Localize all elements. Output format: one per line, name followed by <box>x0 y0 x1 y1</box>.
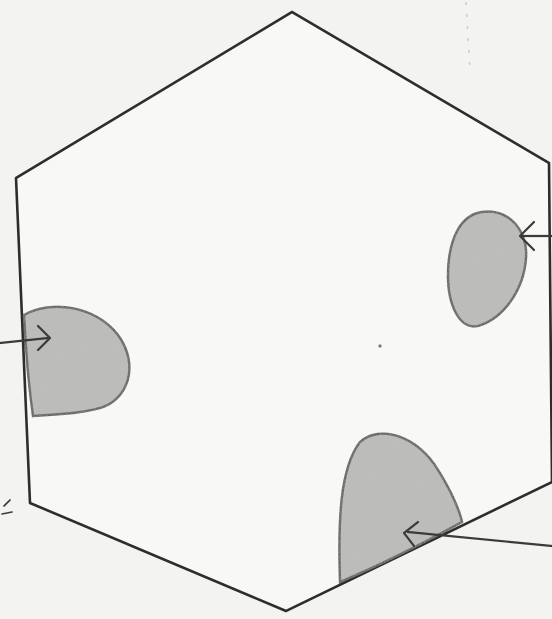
margin-scribble <box>2 500 12 514</box>
faint-pencil-mark <box>466 2 470 70</box>
pencil-dot <box>378 344 381 347</box>
